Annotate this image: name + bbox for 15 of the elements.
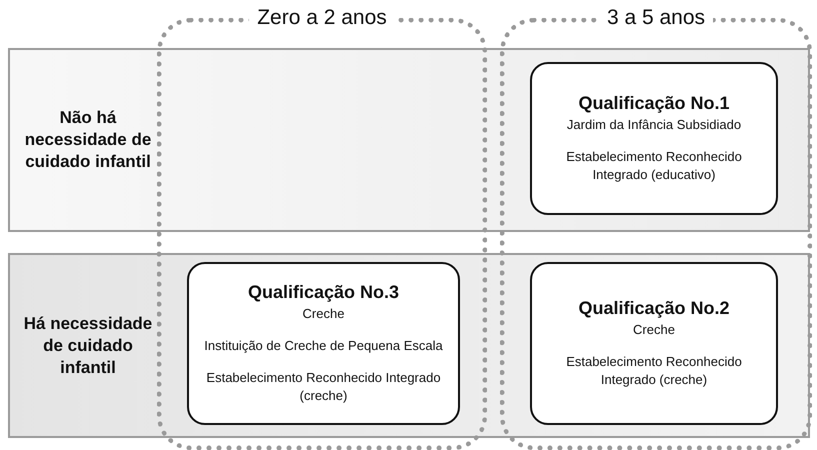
card-title: Qualificação No.3 bbox=[248, 282, 400, 303]
card-text: Jardim da Infância Subsidiado bbox=[566, 116, 742, 134]
qualification-card bbox=[530, 262, 778, 425]
row-heading: Há necessidade de cuidado infantil bbox=[22, 312, 154, 378]
card-text: Creche bbox=[302, 305, 344, 323]
row-heading: Não há necessidade de cuidado infantil bbox=[24, 107, 152, 173]
card-text: Estabelecimento Reconhecido Integrado (creche) bbox=[205, 369, 442, 405]
card-text: Instituição de Creche de Pequena Escala bbox=[204, 337, 443, 355]
card-title: Qualificação No.2 bbox=[578, 298, 730, 319]
card-text: Creche bbox=[633, 321, 675, 339]
qualification-card bbox=[187, 262, 460, 425]
card-text: Estabelecimento Reconhecido Integrado (creche) bbox=[565, 353, 743, 389]
card-text: Estabelecimento Reconhecido Integrado (educativo) bbox=[565, 148, 743, 184]
card-title: Qualificação No.1 bbox=[578, 93, 730, 114]
qualification-card bbox=[530, 62, 778, 215]
